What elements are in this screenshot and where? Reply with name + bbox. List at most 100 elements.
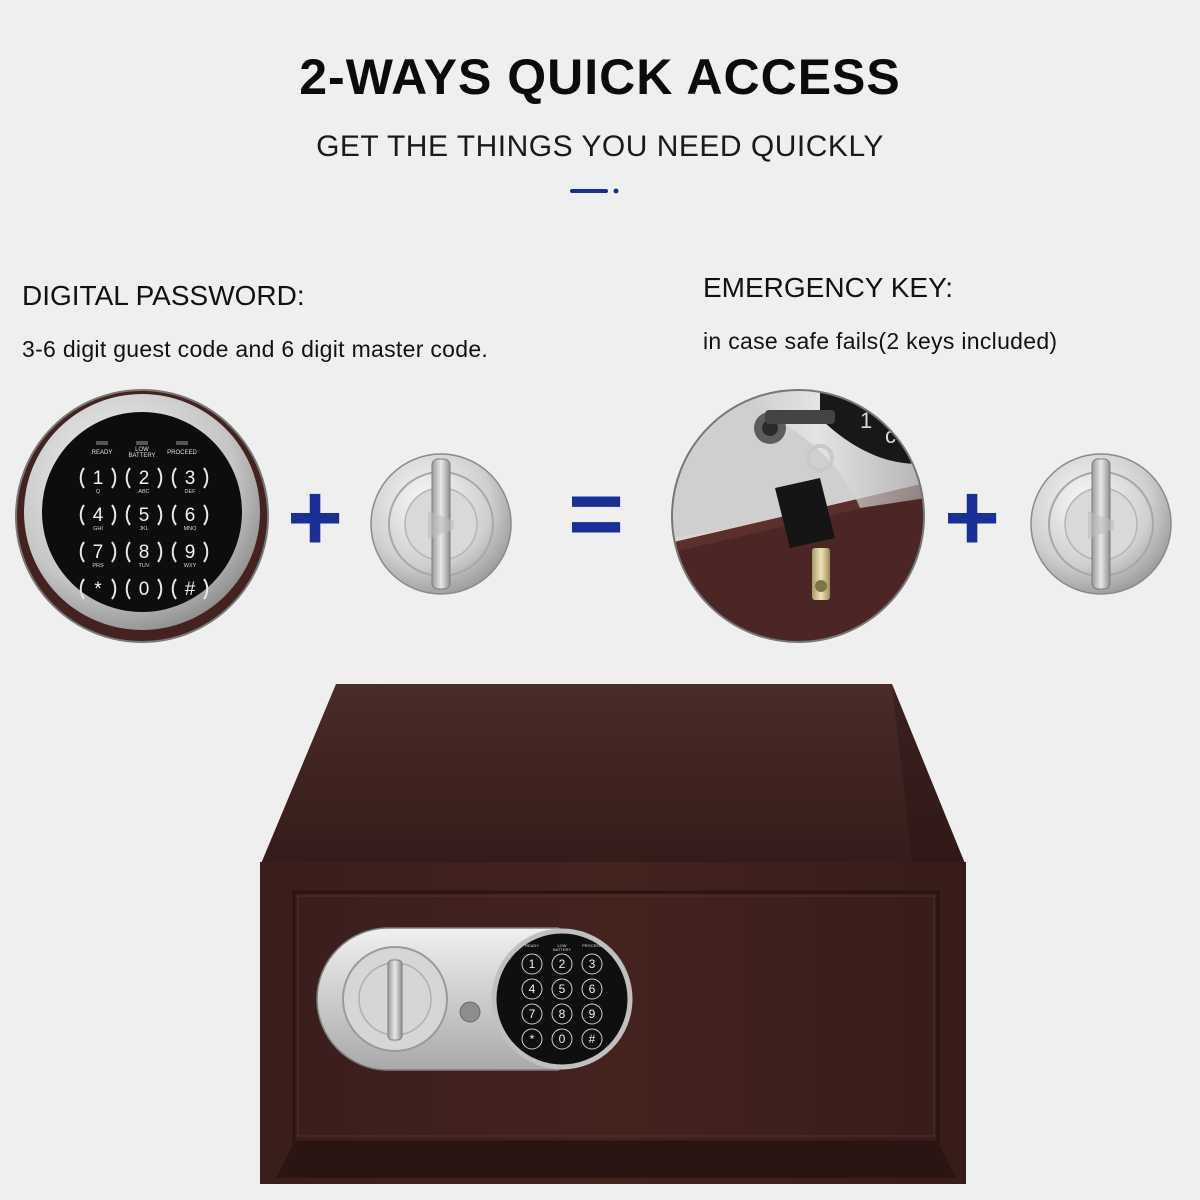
keypad-key-arc[interactable]	[171, 504, 177, 526]
keypad-key-arc[interactable]	[157, 541, 163, 563]
safe-indicator-label: READY	[525, 943, 539, 948]
safe-keypad-digit[interactable]: 2	[559, 957, 566, 971]
keypad-key-arc[interactable]	[203, 541, 209, 563]
keypad-key-letters: Q	[96, 489, 101, 495]
safe-keypad-key[interactable]	[551, 1003, 573, 1025]
safe-keypad-digit[interactable]: 4	[529, 982, 536, 996]
safe-keypad-digit[interactable]: 8	[559, 1007, 566, 1021]
safe-keypad-key[interactable]	[581, 1028, 603, 1050]
safe-keypad-key[interactable]	[521, 978, 543, 1000]
keypad-key-letters: ABC	[138, 489, 149, 495]
safe-indicator-label: PROCEED	[582, 943, 602, 948]
keypad-key-arc[interactable]	[111, 578, 117, 600]
keypad-key-arc[interactable]	[203, 467, 209, 489]
keypad-key-digit[interactable]: 1	[93, 468, 104, 489]
keypad-key-arc[interactable]	[171, 541, 177, 563]
keypad-key-arc[interactable]	[157, 578, 163, 600]
indicator-label: BATTERY	[128, 453, 155, 459]
safe-knob-icon	[370, 453, 512, 595]
indicator-label: PROCEED	[167, 450, 197, 456]
keypad-key-digit[interactable]: 2	[139, 468, 150, 489]
safe-keypad-key[interactable]	[521, 1028, 543, 1050]
svg-text:c: c	[885, 423, 896, 448]
keypad-key-digit[interactable]: 7	[93, 542, 104, 563]
safe-keypad-key[interactable]	[521, 953, 543, 975]
digital-password-heading: DIGITAL PASSWORD:	[22, 280, 305, 311]
keypad-key-letters: TUV	[139, 563, 150, 569]
safe-keypad-digit[interactable]: 6	[589, 982, 596, 996]
keypad-key-arc[interactable]	[79, 541, 85, 563]
keypad-key-arc[interactable]	[157, 504, 163, 526]
keypad-key-letters: GHI	[93, 526, 103, 532]
safe-keypad-key[interactable]	[581, 953, 603, 975]
keypad-key-arc[interactable]	[157, 467, 163, 489]
keypad-key-letters: JKL	[139, 526, 148, 532]
indicator-led	[136, 441, 148, 445]
keypad-key-letters: MNO	[184, 526, 198, 532]
keypad-key-arc[interactable]	[111, 541, 117, 563]
indicator-label: READY	[92, 450, 113, 456]
keypad-key-digit[interactable]: 3	[185, 468, 196, 489]
safe-keypad-digit[interactable]: #	[589, 1032, 596, 1046]
emergency-key-heading: EMERGENCY KEY:	[703, 272, 954, 303]
equals-sign: =	[568, 460, 625, 567]
safe-keypad-key[interactable]	[581, 1003, 603, 1025]
keypad-key-arc[interactable]	[125, 504, 131, 526]
keypad-key-arc[interactable]	[79, 578, 85, 600]
keypad-key-digit[interactable]: *	[94, 579, 102, 600]
keypad-key-arc[interactable]	[79, 467, 85, 489]
keypad-key-digit[interactable]: 0	[139, 579, 150, 600]
keypad-key-digit[interactable]: 9	[185, 542, 196, 563]
safe-keypad-digit[interactable]: 1	[529, 957, 536, 971]
safe-keypad-digit[interactable]: 9	[589, 1007, 596, 1021]
safe-keypad-digit[interactable]: 5	[559, 982, 566, 996]
accent-divider	[570, 188, 619, 194]
keypad-key-letters: PRS	[92, 563, 104, 569]
keypad-key-letters: WXY	[184, 563, 197, 569]
keypad-key-arc[interactable]	[125, 541, 131, 563]
keypad-key-digit[interactable]: #	[185, 579, 196, 600]
indicator-led	[176, 441, 188, 445]
keypad-key-arc[interactable]	[171, 467, 177, 489]
safe-keypad-digit[interactable]: 7	[529, 1007, 536, 1021]
keypad-key-arc[interactable]	[125, 467, 131, 489]
keypad-key-arc[interactable]	[111, 467, 117, 489]
safe-indicator-label: LOW	[557, 943, 566, 948]
safe-keypad-key[interactable]	[581, 978, 603, 1000]
safe-indicator-label: BATTERY	[553, 947, 571, 952]
keypad-key-digit[interactable]: 5	[139, 505, 150, 526]
keypad-key-digit[interactable]: 4	[93, 505, 104, 526]
keypad-key-arc[interactable]	[79, 504, 85, 526]
keypad-key-digit[interactable]: 6	[185, 505, 196, 526]
plus-sign: +	[287, 464, 344, 571]
digital-password-description: 3-6 digit guest code and 6 digit master …	[22, 336, 489, 362]
keypad-key-arc[interactable]	[111, 504, 117, 526]
keypad-key-digit[interactable]: 8	[139, 542, 150, 563]
indicator-label: LOW	[135, 447, 149, 453]
emergency-key-closeup-icon: 1 c	[671, 389, 925, 643]
indicator-led	[96, 441, 108, 445]
page-title: 2-WAYS QUICK ACCESS	[299, 49, 901, 105]
keypad-key-arc[interactable]	[125, 578, 131, 600]
safe-keypad-key[interactable]	[551, 1028, 573, 1050]
keypad-key-letters: DEF	[185, 489, 197, 495]
keypad-key-arc[interactable]	[203, 578, 209, 600]
safe-keypad-key[interactable]	[521, 1003, 543, 1025]
safe-keypad-digit[interactable]: 0	[559, 1032, 566, 1046]
safe-keypad-key[interactable]	[551, 978, 573, 1000]
emergency-key-description: in case safe fails(2 keys included)	[703, 328, 1058, 354]
keypad-key-arc[interactable]	[171, 578, 177, 600]
safe-knob-icon-2	[1030, 453, 1172, 595]
svg-text:1: 1	[860, 408, 872, 433]
keypad-key-arc[interactable]	[203, 504, 209, 526]
safe-keypad-key[interactable]	[551, 953, 573, 975]
page-subtitle: GET THE THINGS YOU NEED QUICKLY	[316, 130, 884, 163]
safe-keypad-digit[interactable]: *	[530, 1032, 535, 1046]
plus-sign-2: +	[944, 464, 1001, 571]
safe-keypad-digit[interactable]: 3	[589, 957, 596, 971]
